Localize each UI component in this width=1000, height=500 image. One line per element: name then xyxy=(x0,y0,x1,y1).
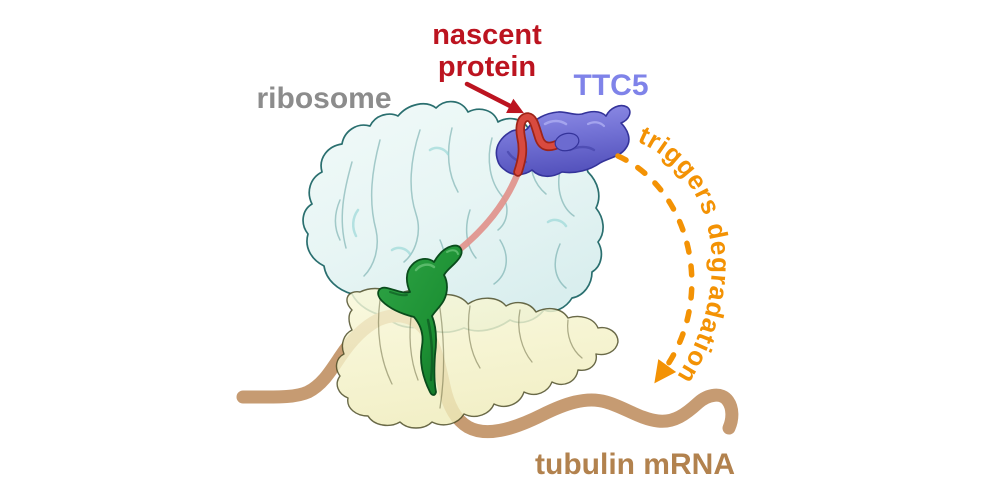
ribosome-small-subunit xyxy=(335,287,619,429)
triggers-degradation-label: triggers degradation xyxy=(634,120,736,390)
nascent-protein-label-line1: nascent xyxy=(432,19,542,51)
ttc5-lobe-over-chain xyxy=(554,132,580,152)
nascent-protein-label-line2: protein xyxy=(438,51,536,83)
ribosome-label: ribosome xyxy=(256,82,391,115)
green-factor-shading xyxy=(389,249,459,382)
nascent-chain-loop xyxy=(513,112,580,177)
tubulin-mrna-label: tubulin mRNA xyxy=(535,448,735,481)
ttc5-label: TTC5 xyxy=(574,69,649,102)
degradation-dashed-arc xyxy=(615,153,695,384)
green-factor xyxy=(377,244,463,396)
degradation-arrow-group: triggers degradation xyxy=(615,120,736,390)
nascent-pointer-arrow xyxy=(464,81,524,114)
green-factor-shape xyxy=(377,244,463,396)
nascent-chain-loop-core xyxy=(515,113,563,175)
ribosome-small-subunit-shape xyxy=(335,287,619,429)
